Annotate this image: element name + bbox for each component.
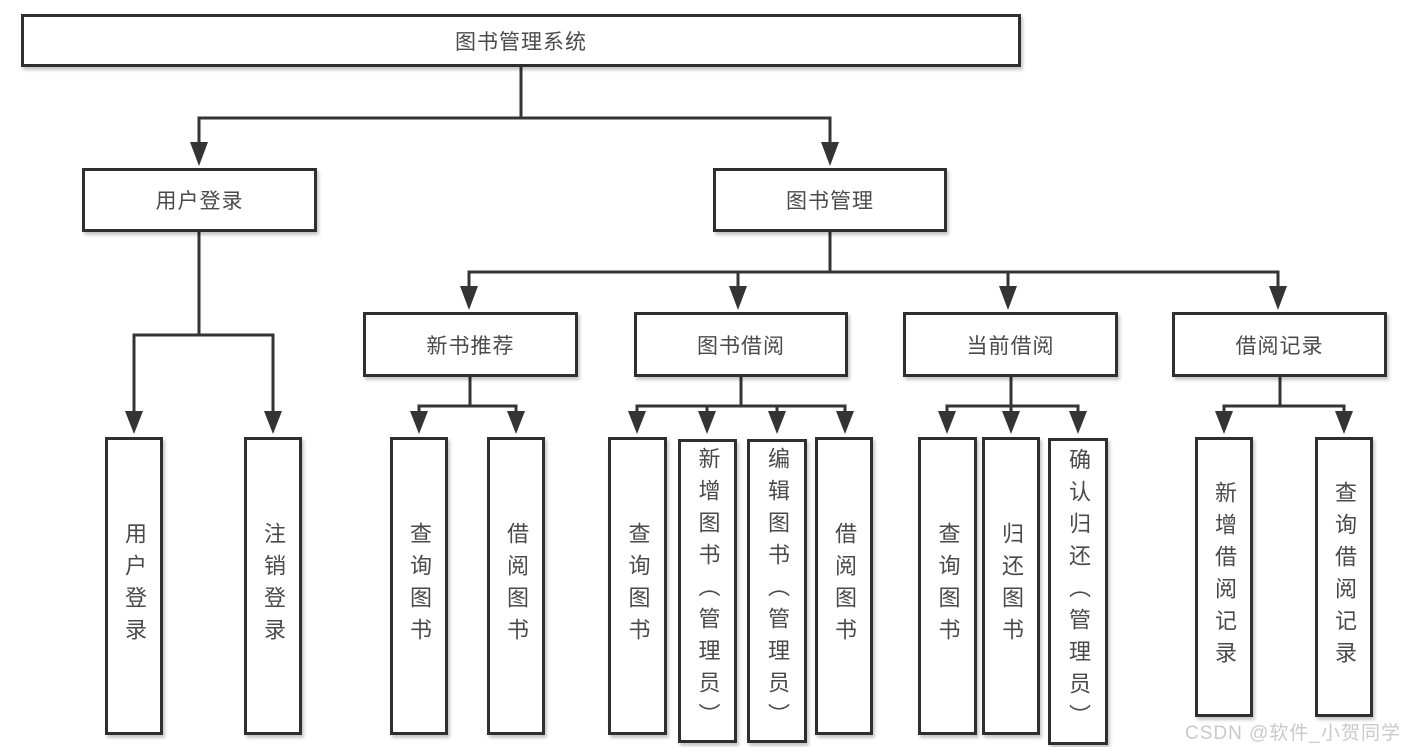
node-label: 新书推荐 (426, 334, 515, 358)
node-add-books-admin: 新增图书（管理员） (678, 439, 737, 743)
node-label: 图书借阅 (697, 334, 785, 358)
node-library-management-system: 图书管理系统 (21, 14, 1021, 67)
node-query-books-current: 查询图书 (918, 437, 977, 735)
node-new-book-recommend: 新书推荐 (363, 312, 578, 377)
node-label: 查询图书 (625, 522, 651, 650)
node-user-login: 用户登录 (82, 168, 317, 232)
node-label: 图书管理 (786, 190, 874, 213)
arrowheads (125, 142, 1353, 434)
node-borrow-books-recommend: 借阅图书 (487, 437, 545, 735)
node-label: 新增图书（管理员） (695, 447, 721, 735)
node-query-books-borrowing: 查询图书 (608, 437, 667, 735)
node-query-books-recommend: 查询图书 (390, 437, 448, 735)
node-label: 用户登录 (155, 190, 244, 213)
node-label: 确认归还（管理员） (1066, 447, 1091, 736)
node-label: 编辑图书（管理员） (765, 447, 790, 735)
node-confirm-return-admin: 确认归还（管理员） (1048, 438, 1108, 745)
node-borrow-books-borrowing: 借阅图书 (815, 437, 873, 735)
node-borrow-records: 借阅记录 (1172, 312, 1387, 377)
node-user-login-leaf: 用户登录 (105, 437, 163, 735)
node-label: 查询借阅记录 (1332, 481, 1357, 673)
csdn-watermark: CSDN @软件_小贺同学 (1185, 723, 1401, 744)
node-label: 查询图书 (935, 522, 961, 650)
node-label: 当前借阅 (966, 334, 1055, 358)
node-book-management: 图书管理 (713, 168, 947, 232)
node-label: 归还图书 (999, 522, 1024, 650)
node-label: 借阅图书 (504, 522, 529, 650)
node-label: 借阅记录 (1235, 334, 1324, 358)
node-label: 借阅图书 (832, 522, 857, 650)
node-label: 查询图书 (407, 522, 432, 650)
node-edit-books-admin: 编辑图书（管理员） (747, 439, 807, 743)
node-book-borrowing: 图书借阅 (634, 312, 848, 377)
node-logout: 注销登录 (244, 437, 302, 735)
node-current-borrowing: 当前借阅 (903, 312, 1118, 377)
node-return-books: 归还图书 (982, 437, 1040, 735)
node-label: 新增借阅记录 (1212, 481, 1237, 673)
node-label: 注销登录 (261, 522, 286, 650)
node-label: 图书管理系统 (455, 30, 587, 54)
node-label: 用户登录 (122, 522, 147, 650)
tree-edges (132, 65, 1346, 414)
node-query-borrow-record: 查询借阅记录 (1315, 437, 1373, 717)
node-add-borrow-record: 新增借阅记录 (1195, 437, 1253, 717)
